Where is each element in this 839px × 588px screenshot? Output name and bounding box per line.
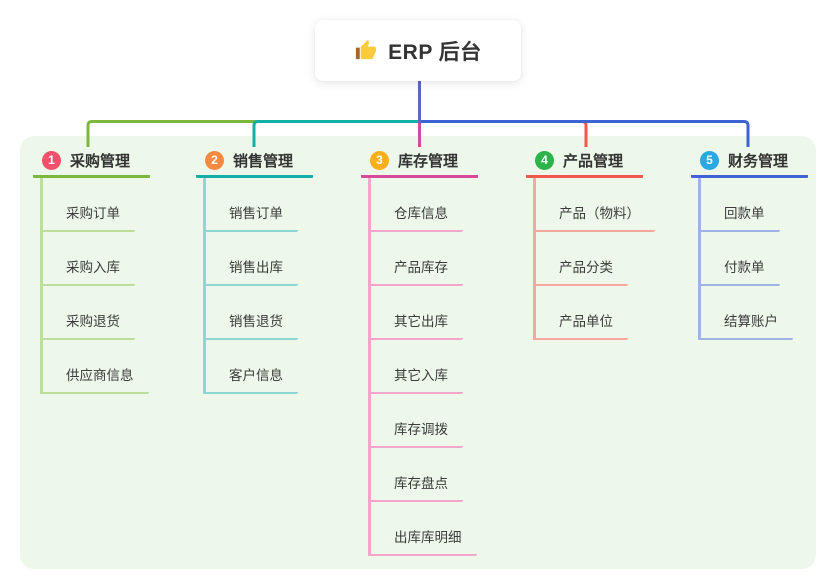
branch-3-child-4[interactable]: 其它入库 <box>368 340 463 394</box>
child-node-label: 仓库信息 <box>394 206 448 221</box>
child-node-label: 结算账户 <box>724 314 778 329</box>
branch-3-child-6[interactable]: 库存盘点 <box>368 448 463 502</box>
child-node-label: 其它入库 <box>394 368 448 383</box>
branch-4-title-label: 产品管理 <box>563 153 624 170</box>
branch-2-child-3[interactable]: 销售退货 <box>203 286 298 340</box>
mindmap-panel <box>20 136 816 569</box>
branch-5-child-2[interactable]: 付款单 <box>698 232 780 286</box>
branch-1: 1 采购管理采购订单采购入库采购退货供应商信息 <box>33 146 150 394</box>
branch-3: 3 库存管理仓库信息产品库存其它出库其它入库库存调拨库存盘点出库库明细 <box>361 146 478 556</box>
branch-5-title-label: 财务管理 <box>728 153 789 170</box>
child-node-label: 销售出库 <box>229 260 283 275</box>
branch-4-child-connector <box>533 178 536 340</box>
branch-5-number-badge: 5 <box>700 151 719 170</box>
branch-4-title[interactable]: 4 产品管理 <box>526 146 643 178</box>
branch-5-title[interactable]: 5 财务管理 <box>691 146 808 178</box>
branch-4-child-1[interactable]: 产品（物料） <box>533 178 655 232</box>
branch-5-child-1[interactable]: 回款单 <box>698 178 780 232</box>
root-label: ERP 后台 <box>388 40 482 64</box>
branch-4: 4 产品管理产品（物料） 产品分类产品单位 <box>526 146 655 340</box>
branch-3-number-badge: 3 <box>370 151 389 170</box>
child-node-label: 采购订单 <box>66 206 120 221</box>
branch-2-title[interactable]: 2 销售管理 <box>196 146 313 178</box>
branch-2-child-connector <box>203 178 206 394</box>
child-node-label: 供应商信息 <box>66 368 134 383</box>
branch-2-child-4[interactable]: 客户信息 <box>203 340 298 394</box>
branch-4-child-3[interactable]: 产品单位 <box>533 286 628 340</box>
branch-2: 2 销售管理销售订单销售出库销售退货客户信息 <box>196 146 313 394</box>
branch-3-child-5[interactable]: 库存调拨 <box>368 394 463 448</box>
branch-4-children: 产品（物料） 产品分类产品单位 <box>526 178 655 340</box>
child-node-label: 产品单位 <box>559 314 613 329</box>
child-node-label: 其它出库 <box>394 314 448 329</box>
child-node-label: 采购入库 <box>66 260 120 275</box>
branch-5: 5 财务管理回款单付款单结算账户 <box>691 146 808 340</box>
branch-1-children: 采购订单采购入库采购退货供应商信息 <box>33 178 150 394</box>
child-node-label: 库存盘点 <box>394 476 448 491</box>
branch-1-title-label: 采购管理 <box>70 153 131 170</box>
child-node-label: 销售退货 <box>229 314 283 329</box>
child-node-label: 采购退货 <box>66 314 120 329</box>
branch-3-child-2[interactable]: 产品库存 <box>368 232 463 286</box>
branch-5-child-3[interactable]: 结算账户 <box>698 286 793 340</box>
branch-1-child-3[interactable]: 采购退货 <box>40 286 135 340</box>
branch-3-child-1[interactable]: 仓库信息 <box>368 178 463 232</box>
branch-1-title[interactable]: 1 采购管理 <box>33 146 150 178</box>
branch-1-number-badge: 1 <box>42 151 61 170</box>
child-node-label: 付款单 <box>724 260 765 275</box>
branch-1-child-1[interactable]: 采购订单 <box>40 178 135 232</box>
child-node-label: 库存调拨 <box>394 422 448 437</box>
branch-2-title-label: 销售管理 <box>233 153 294 170</box>
branch-3-child-3[interactable]: 其它出库 <box>368 286 463 340</box>
branch-2-child-1[interactable]: 销售订单 <box>203 178 298 232</box>
branch-5-child-connector <box>698 178 701 340</box>
branch-2-children: 销售订单销售出库销售退货客户信息 <box>196 178 313 394</box>
child-node-label: 产品（物料） <box>559 206 640 221</box>
branch-3-title-label: 库存管理 <box>398 153 459 170</box>
branch-4-number-badge: 4 <box>535 151 554 170</box>
child-node-label: 客户信息 <box>229 368 283 383</box>
child-node-label: 回款单 <box>724 206 765 221</box>
branch-3-child-7[interactable]: 出库库明细 <box>368 502 477 556</box>
child-node-label: 产品库存 <box>394 260 448 275</box>
branch-5-children: 回款单付款单结算账户 <box>691 178 808 340</box>
thumbs-up-icon <box>356 39 377 60</box>
branch-3-child-connector <box>368 178 371 556</box>
child-node-label: 产品分类 <box>559 260 613 275</box>
root-node[interactable]: ERP 后台 <box>315 20 521 81</box>
branch-1-child-connector <box>40 178 43 394</box>
branch-3-children: 仓库信息产品库存其它出库其它入库库存调拨库存盘点出库库明细 <box>361 178 478 556</box>
branch-1-child-4[interactable]: 供应商信息 <box>40 340 149 394</box>
branch-1-child-2[interactable]: 采购入库 <box>40 232 135 286</box>
child-node-label: 出库库明细 <box>394 530 462 545</box>
branch-4-child-2[interactable]: 产品分类 <box>533 232 628 286</box>
child-node-label: 销售订单 <box>229 206 283 221</box>
branch-2-number-badge: 2 <box>205 151 224 170</box>
branch-3-title[interactable]: 3 库存管理 <box>361 146 478 178</box>
branch-2-child-2[interactable]: 销售出库 <box>203 232 298 286</box>
